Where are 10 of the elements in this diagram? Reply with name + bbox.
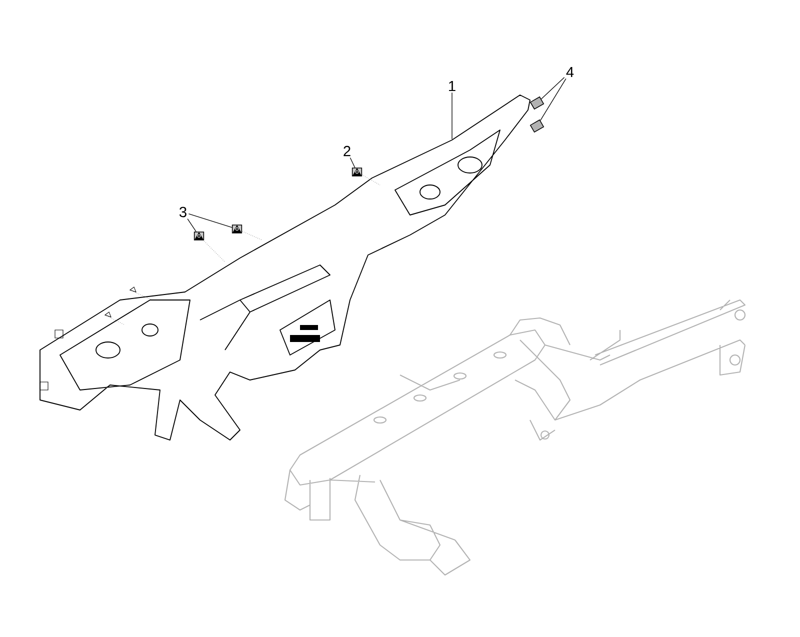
callout-number: 4 (566, 66, 574, 78)
leader-line (540, 77, 565, 100)
leader-line (540, 78, 566, 121)
leader-line (187, 218, 196, 232)
clip-drawing (530, 119, 544, 133)
clip-drawing (530, 96, 544, 110)
callout-number: 1 (449, 80, 456, 92)
leader-line (188, 213, 232, 228)
leader-line (350, 157, 356, 168)
bumper-drawing (40, 94, 530, 440)
